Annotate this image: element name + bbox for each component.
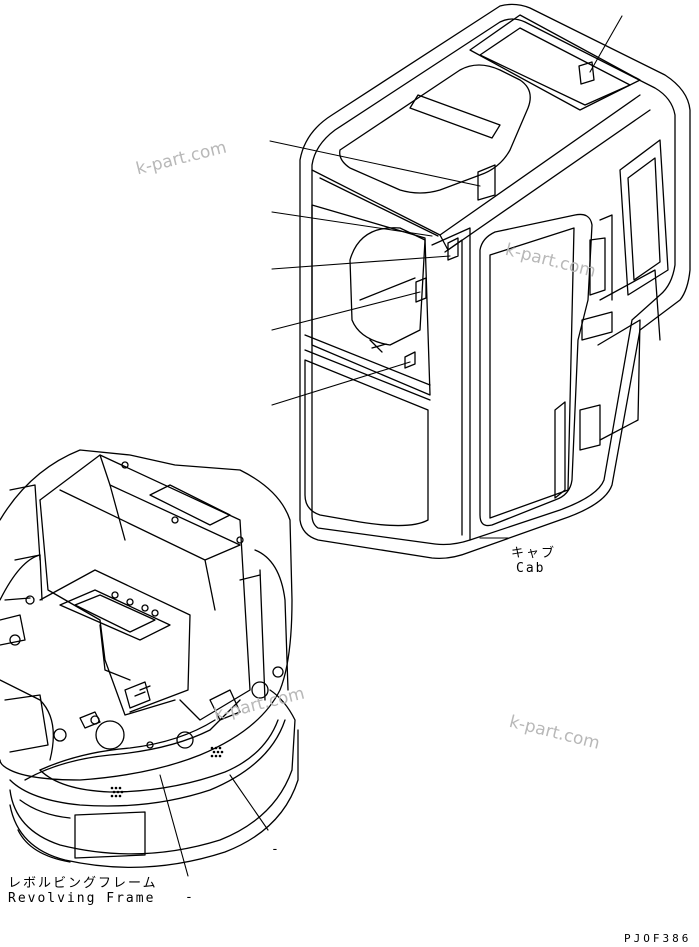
frame-leader-lines <box>159 774 269 877</box>
frame-label-jp: レボルビングフレーム <box>8 876 158 891</box>
revolving-frame-drawing <box>0 449 299 868</box>
cab-label-en: Cab <box>516 561 546 576</box>
cab-drawing <box>299 3 691 560</box>
part-dash-2: - <box>185 890 195 905</box>
drawing-code: PJOF386 <box>624 932 692 945</box>
frame-label-en: Revolving Frame <box>8 891 156 906</box>
part-dash-1: - <box>271 842 281 857</box>
cab-label-jp: キャブ <box>511 546 557 561</box>
dot-pattern-marks <box>110 746 224 798</box>
cab-leader-lines <box>269 15 623 539</box>
